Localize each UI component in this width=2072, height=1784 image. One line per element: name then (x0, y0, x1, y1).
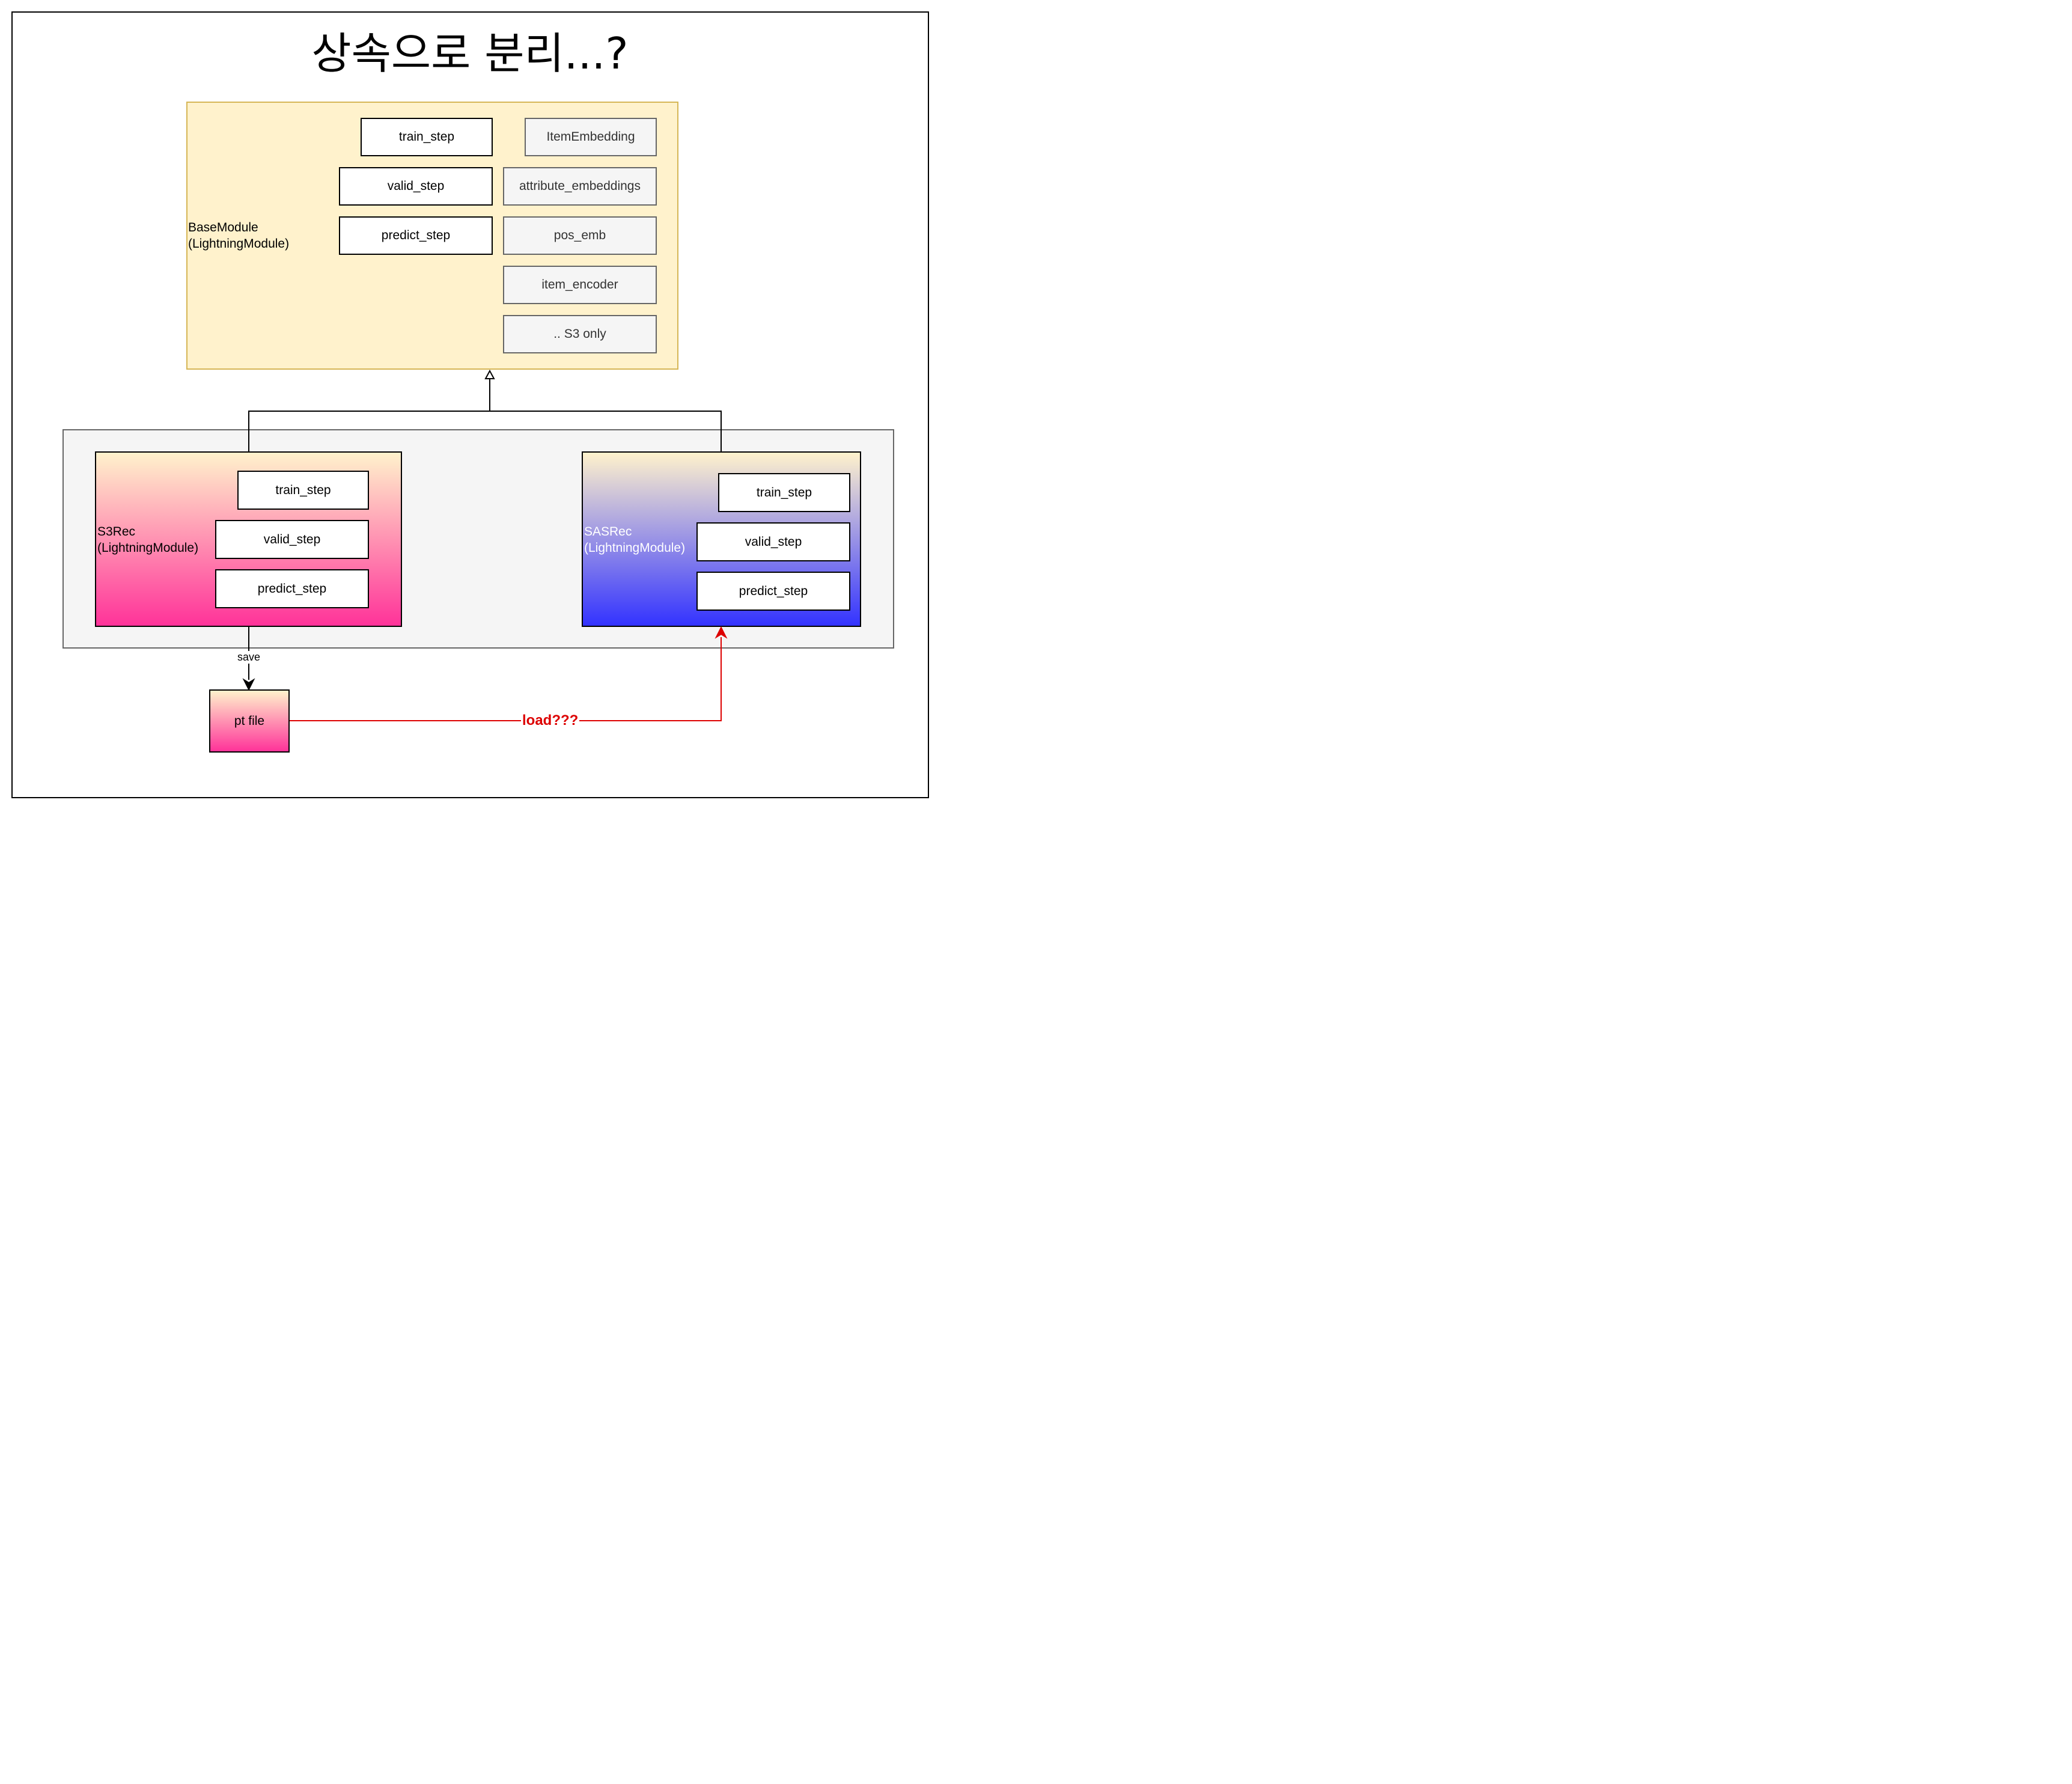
sasrec-type: (LightningModule) (584, 541, 686, 555)
load-edge-label: load??? (521, 712, 580, 729)
s3rec-valid-step[interactable]: valid_step (215, 520, 369, 559)
s3rec-train-step[interactable]: train_step (237, 471, 369, 510)
inheritance-arrowhead (484, 369, 495, 379)
base-train-step[interactable]: train_step (361, 118, 493, 156)
sasrec-train-step[interactable]: train_step (718, 473, 850, 512)
base-field-item-encoder[interactable]: item_encoder (503, 266, 657, 304)
save-arrowhead (242, 678, 255, 691)
inheritance-edge-s3rec (248, 379, 490, 451)
sasrec-valid-step[interactable]: valid_step (696, 522, 850, 561)
s3rec-predict-step[interactable]: predict_step (215, 569, 369, 608)
base-field-s3-only[interactable]: .. S3 only (503, 315, 657, 353)
sasrec-label: SASRec (LightningModule) (584, 524, 685, 556)
base-field-item-embedding[interactable]: ItemEmbedding (525, 118, 657, 156)
diagram-title: 상속으로 분리...? (311, 28, 629, 79)
base-valid-step[interactable]: valid_step (339, 167, 493, 206)
sasrec-predict-step[interactable]: predict_step (696, 572, 850, 611)
base-module-name: BaseModule (188, 221, 258, 234)
base-field-attribute-embeddings[interactable]: attribute_embeddings (503, 167, 657, 206)
load-arrowhead (715, 626, 728, 639)
edges-layer (242, 369, 728, 721)
s3rec-label: S3Rec (LightningModule) (97, 524, 198, 556)
save-edge-label: save (236, 651, 262, 664)
base-module-label: BaseModule (LightningModule) (188, 219, 289, 252)
load-edge (290, 637, 722, 721)
sasrec-name: SASRec (584, 525, 632, 539)
base-predict-step[interactable]: predict_step (339, 216, 493, 255)
diagram-frame (11, 11, 929, 798)
pt-file-box[interactable]: pt file (209, 689, 290, 753)
base-field-pos-emb[interactable]: pos_emb (503, 216, 657, 255)
inheritance-edge-sasrec (490, 411, 722, 451)
s3rec-name: S3Rec (97, 525, 136, 539)
s3rec-type: (LightningModule) (97, 541, 199, 555)
base-module-type: (LightningModule) (188, 237, 290, 251)
